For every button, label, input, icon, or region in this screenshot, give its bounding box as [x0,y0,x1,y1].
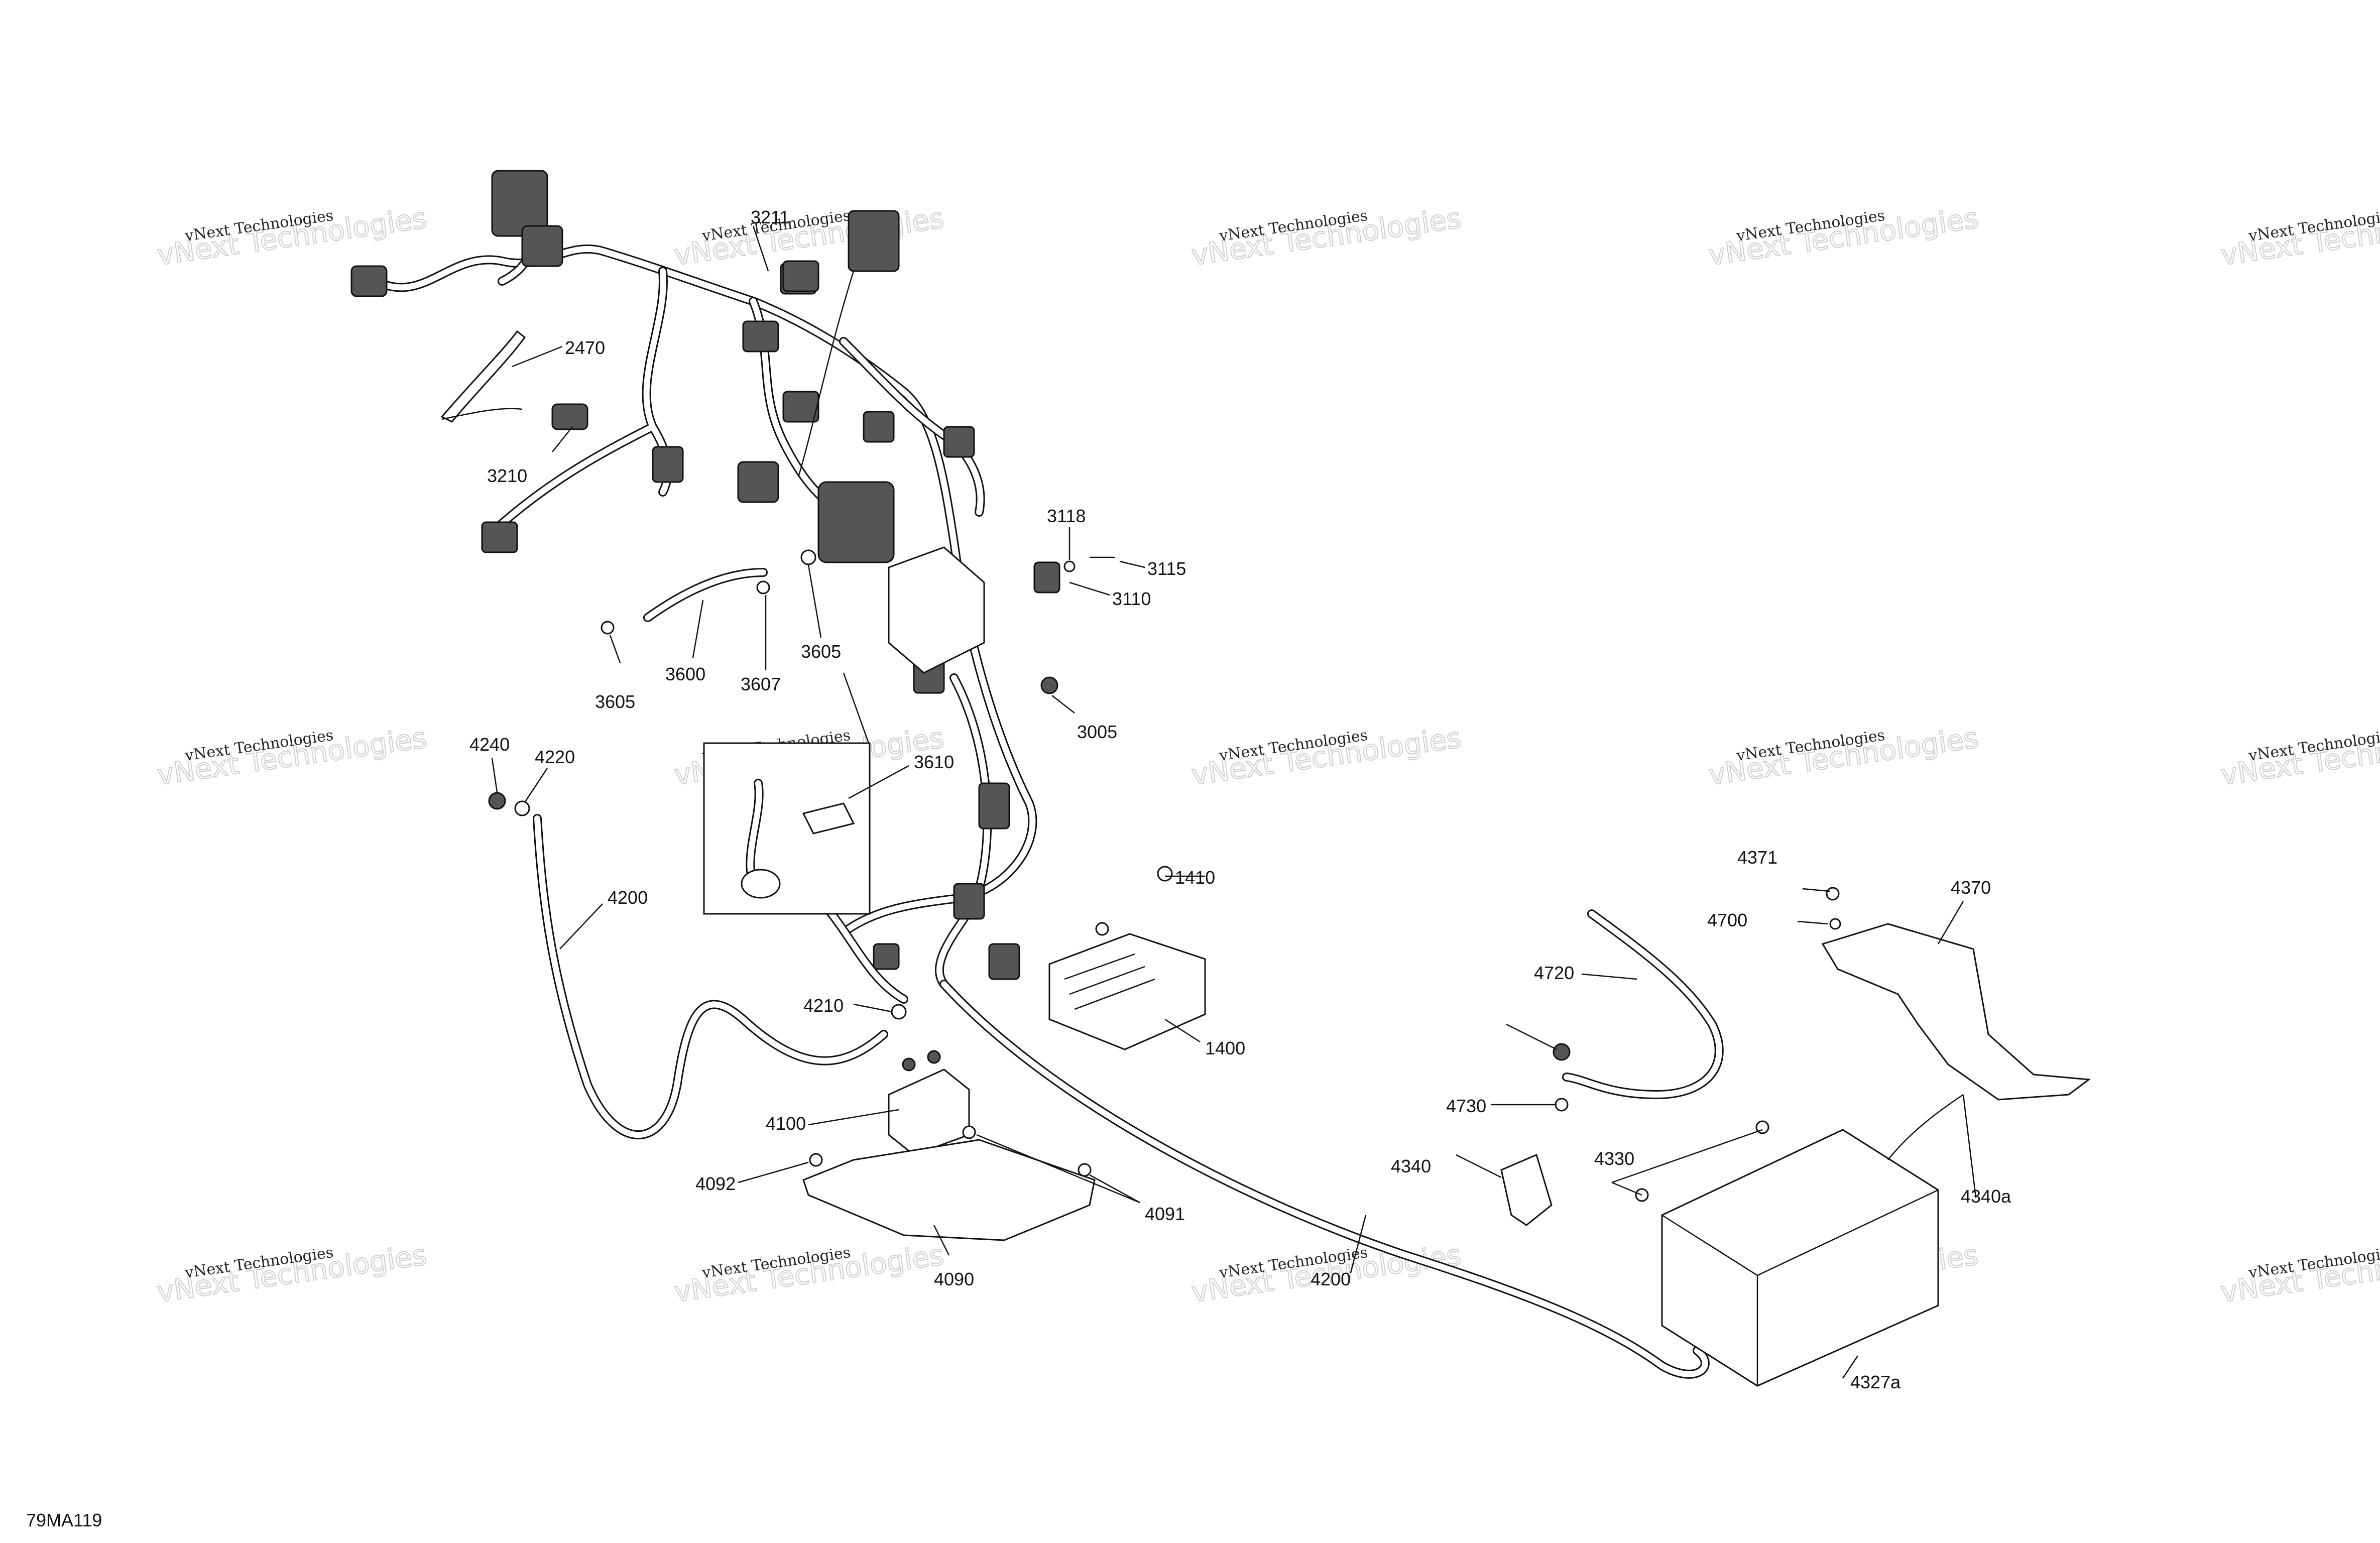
connector-icon [481,521,518,553]
battery-bracket-4340a-icon [1821,923,2091,1101]
connector-icon [943,426,975,458]
part-label-3610: 3610 [914,752,954,772]
washer-icon [1063,560,1076,572]
part-label-4340a: 4370 [1951,877,1991,898]
watermark: vNext Technologies vNext Technologies [2218,201,2380,273]
part-label-4200-right: 4200 [1311,1269,1351,1289]
part-label-4327: 4327a [1850,1372,1901,1392]
part-label-4327a: 4330 [1594,1148,1634,1169]
nut-4730-icon [1553,1043,1571,1061]
watermark: vNext Technologies vNext Technologies [1189,721,1464,792]
part-label-2470: 2470 [565,337,605,358]
part-label-3110: 3110 [1112,588,1151,609]
part-label-4700: 4720 [1534,963,1574,983]
part-label-3005: 3005 [1077,722,1117,742]
bolt-4091-icon [1078,1163,1092,1177]
part-label-3605-right: 3605 [801,641,841,662]
ring-terminal-icon [741,869,781,899]
connector-icon [782,391,819,423]
sensor-3110-icon [1033,561,1060,594]
part-label-3118: 3118 [1047,506,1086,526]
part-label-4092: 4092 [695,1173,736,1194]
part-label-3115: 3115 [1147,558,1186,579]
diagram-code: 79MA119 [26,1510,102,1530]
part-label-4220: 4220 [535,747,575,767]
bracket-4090-icon [802,1139,1096,1241]
part-label-4330: 4340 [1391,1156,1431,1176]
connector-icon [350,265,388,297]
connector-icon [953,883,985,920]
connector-icon [873,943,900,970]
part-label-3210: 3210 [487,465,527,486]
nut-icon [756,580,770,595]
part-label-4100: 4100 [766,1113,806,1134]
part-label-4091: 4091 [1145,1204,1185,1224]
part-label-4371: 4700 [1707,910,1747,930]
watermark: vNext Technologies vNext Technologies [1189,201,1464,273]
part-label-4210: 4210 [803,995,844,1016]
washer-4220-icon [514,800,530,816]
part-label-4200-left: 4200 [608,887,648,908]
voltage-regulator-1400-icon [1048,933,1206,1050]
detail-inset-3610 [703,672,871,915]
bolt-icon [1095,922,1109,936]
part-label-3605-left: 3605 [595,691,635,712]
sensor-3210-icon [551,403,588,430]
bolt-4720-icon [1555,1098,1569,1112]
watermark: vNext Technologies vNext Technologies [672,1238,946,1310]
nut-4210-icon [891,1004,907,1020]
nut-4240-icon [488,792,506,810]
connector-icon [863,411,895,443]
connector-icon [737,461,779,503]
connector-icon [742,320,779,352]
connector-3211-icon [782,260,819,292]
ecu-module-icon [888,546,985,674]
connector-icon [491,170,548,237]
bolt-4092-icon [809,1153,823,1167]
connector-icon [978,782,1010,829]
watermark: vNext Technologies vNext Technologies [155,721,429,792]
main-wiring-harness [350,170,1037,1004]
part-label-3600: 3600 [665,664,705,684]
solenoid-4100-icon [888,1069,970,1156]
bolt-icon [800,549,816,565]
part-label-1400: 1400 [1205,1038,1245,1058]
part-label-4340: 4340a [1961,1186,2011,1207]
connector-icon [848,210,900,272]
connector-icon [521,225,563,267]
watermark: vNext Technologies vNext Technologies [2218,1238,2380,1310]
nut-3005-icon [1040,676,1058,694]
watermark: vNext Technologies vNext Technologies [1706,721,1981,792]
connector-icon [652,446,684,483]
bolt-icon [601,621,615,635]
watermark: vNext Technologies vNext Technologies [155,201,429,273]
part-labels: 3211 2470 3210 3118 3115 3110 3005 3605 … [469,207,2011,1392]
watermark: vNext Technologies vNext Technologies [1706,201,1981,273]
part-label-4370: 4371 [1737,847,1777,868]
bolt-4091-icon [962,1125,976,1139]
connector-icon [817,481,895,563]
bolt-3610-icon [802,802,855,835]
battery-4327-icon [1661,1129,1939,1387]
part-label-4720: 4730 [1446,1096,1486,1116]
part-label-4090: 4090 [934,1269,974,1289]
part-label-1410: 1410 [1175,867,1215,888]
leader-lines [491,225,1977,1379]
part-label-4240: 4240 [469,734,510,755]
connector-icon [988,943,1020,980]
part-label-3211: 3211 [751,207,789,227]
part-label-3607: 3607 [741,674,781,694]
bolt-1410-icon [1157,866,1173,882]
watermark: vNext Technologies vNext Technologies [672,201,946,273]
bolt-4370-icon [1826,887,1840,901]
washer-4371-icon [1829,918,1841,930]
watermark: vNext Technologies vNext Technologies [2218,721,2380,792]
terminal-boot-4330-icon [1500,1153,1553,1226]
watermark: vNext Technologies vNext Technologies [155,1238,429,1310]
strap-2470-icon [440,330,526,423]
